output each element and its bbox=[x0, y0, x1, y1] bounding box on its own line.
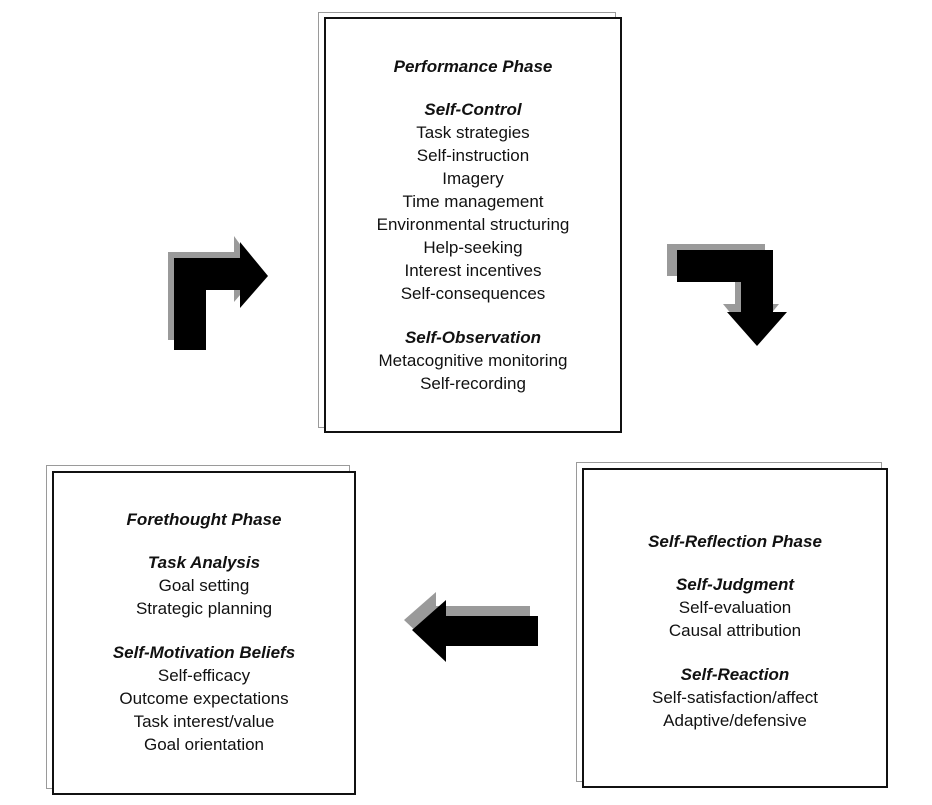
forethought-phase: Forethought Phase Task Analysis Goal set… bbox=[46, 465, 358, 797]
list-item: Task strategies bbox=[416, 123, 530, 142]
list-item: Self-consequences bbox=[400, 284, 546, 303]
self-judgment-heading: Self-Judgment bbox=[675, 575, 795, 594]
arrow-left-icon bbox=[404, 592, 538, 662]
list-item: Imagery bbox=[442, 169, 504, 188]
list-item: Interest incentives bbox=[404, 261, 542, 280]
performance-title: Performance Phase bbox=[393, 57, 553, 76]
forethought-title: Forethought Phase bbox=[126, 510, 282, 529]
list-item: Self-recording bbox=[420, 374, 526, 393]
arrow-right-down-body bbox=[677, 250, 787, 346]
list-item: Self-evaluation bbox=[678, 598, 792, 617]
self-reaction-heading: Self-Reaction bbox=[680, 665, 790, 684]
task-analysis-heading: Task Analysis bbox=[147, 553, 261, 572]
self-control-heading: Self-Control bbox=[424, 100, 522, 119]
forethought-box: Forethought Phase Task Analysis Goal set… bbox=[52, 471, 356, 795]
list-item: Outcome expectations bbox=[119, 689, 289, 708]
list-item: Adaptive/defensive bbox=[663, 711, 807, 730]
list-item: Self-efficacy bbox=[157, 666, 251, 685]
arrow-up-right-body bbox=[174, 242, 268, 350]
list-item: Self-instruction bbox=[416, 146, 530, 165]
list-item: Goal setting bbox=[158, 576, 250, 595]
reflection-title: Self-Reflection Phase bbox=[648, 532, 822, 551]
performance-phase: Performance Phase Self-Control Task stra… bbox=[318, 12, 624, 436]
arrow-left-body bbox=[412, 600, 538, 662]
self-observation-heading: Self-Observation bbox=[404, 328, 542, 347]
self-motivation-heading: Self-Motivation Beliefs bbox=[112, 643, 296, 662]
performance-box: Performance Phase Self-Control Task stra… bbox=[324, 17, 622, 433]
reflection-phase: Self-Reflection Phase Self-Judgment Self… bbox=[576, 462, 890, 790]
list-item: Metacognitive monitoring bbox=[378, 351, 568, 370]
list-item: Time management bbox=[402, 192, 544, 211]
list-item: Environmental structuring bbox=[376, 215, 570, 234]
list-item: Causal attribution bbox=[668, 621, 802, 640]
list-item: Strategic planning bbox=[135, 599, 273, 618]
list-item: Task interest/value bbox=[133, 712, 275, 731]
reflection-box: Self-Reflection Phase Self-Judgment Self… bbox=[582, 468, 888, 788]
list-item: Help-seeking bbox=[423, 238, 523, 257]
list-item: Goal orientation bbox=[143, 735, 265, 754]
arrow-right-down-icon bbox=[667, 244, 787, 346]
list-item: Self-satisfaction/affect bbox=[652, 688, 818, 707]
arrow-up-right-icon bbox=[168, 236, 268, 350]
